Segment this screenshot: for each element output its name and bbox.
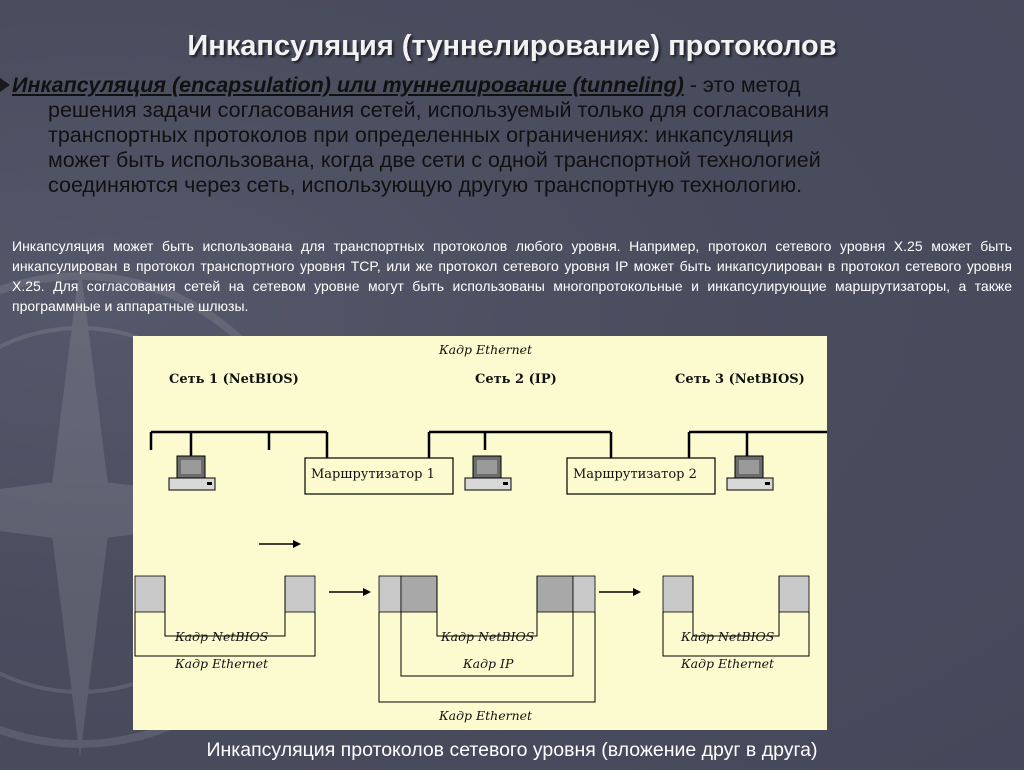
frame-right [662,575,810,657]
label-ethernet-frame-top: Кадр Ethernet [439,342,533,357]
label-right-netbios-frame: Кадр NetBIOS [681,629,775,644]
label-network-2: Сеть 2 (IP) [475,372,557,387]
definition-line: соединяются через сеть, использующую дру… [48,173,803,197]
label-mid-ethernet-frame: Кадр Ethernet [439,708,533,723]
definition-line: может быть использована, когда две сети … [48,148,821,172]
label-network-1: Сеть 1 (NetBIOS) [169,372,299,387]
label-left-netbios-frame: Кадр NetBIOS [175,629,269,644]
definition-line: транспортных протоколов при определенных… [48,123,794,147]
label-left-ethernet-frame: Кадр Ethernet [175,656,269,671]
label-right-ethernet-frame: Кадр Ethernet [681,656,775,671]
label-mid-ip-frame: Кадр IP [463,656,514,671]
bullet-arrow-icon [0,78,10,92]
definition-line: решения задачи согласования сетей, испол… [48,98,830,122]
computer-icon [464,455,512,491]
router-2-box [566,457,716,495]
arrow-right-icon [329,588,371,596]
router-1-box [304,457,454,495]
diagram-drawing [134,430,827,703]
label-mid-netbios-frame: Кадр NetBIOS [441,629,535,644]
definition-line1: - это метод [683,73,801,97]
computer-icon [168,455,216,491]
frame-left [134,575,316,657]
arrow-right-icon [259,540,301,548]
computer-icon [726,455,774,491]
label-network-3: Сеть 3 (NetBIOS) [675,372,805,387]
definition-block: Инкапсуляция (encapsulation) или туннели… [12,73,1012,198]
label-router-2: Маршрутизатор 2 [573,467,697,482]
label-router-1: Маршрутизатор 1 [311,467,435,482]
arrow-right-icon [599,588,641,596]
definition-term: Инкапсуляция (encapsulation) или туннели… [12,73,684,97]
frame-middle [378,575,596,703]
explanation-paragraph: Инкапсуляция может быть использована для… [12,238,1012,314]
encapsulation-diagram: Кадр Ethernet Сеть 1 (NetBIOS) Сеть 2 (I… [133,336,827,730]
slide-title: Инкапсуляция (туннелирование) протоколов [187,30,837,62]
figure-caption: Инкапсуляция протоколов сетевого уровня … [206,739,818,761]
